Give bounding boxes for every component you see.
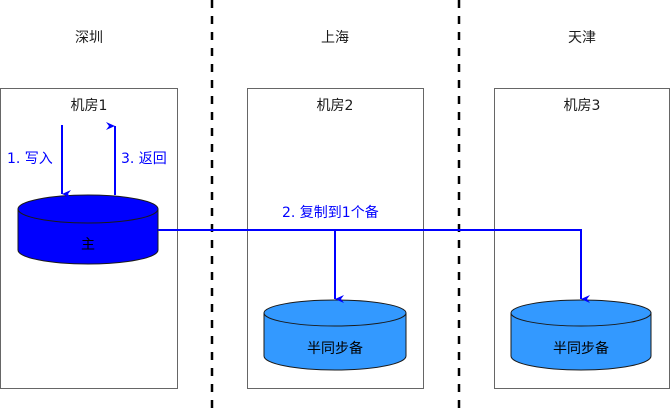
replica-db-cylinder-tianjin[interactable]: 半同步备 [510, 299, 652, 371]
master-db-cylinder[interactable]: 主 [17, 194, 159, 265]
region-label-shanghai: 上海 [321, 30, 349, 46]
replica-db-cylinder-shanghai[interactable]: 半同步备 [263, 299, 407, 371]
room-label-2: 机房2 [317, 98, 354, 114]
write-label: 1. 写入 [7, 151, 53, 167]
room-label-1: 机房1 [71, 98, 108, 114]
replica-db-label-shanghai: 半同步备 [307, 340, 363, 357]
master-db-label: 主 [81, 237, 95, 253]
replicate-label: 2. 复制到1个备 [282, 204, 379, 221]
replica-db-label-tianjin: 半同步备 [553, 340, 609, 357]
room-label-3: 机房3 [564, 98, 601, 114]
region-label-tianjin: 天津 [568, 30, 596, 46]
region-label-shenzhen: 深圳 [75, 30, 103, 46]
return-label: 3. 返回 [121, 151, 167, 167]
